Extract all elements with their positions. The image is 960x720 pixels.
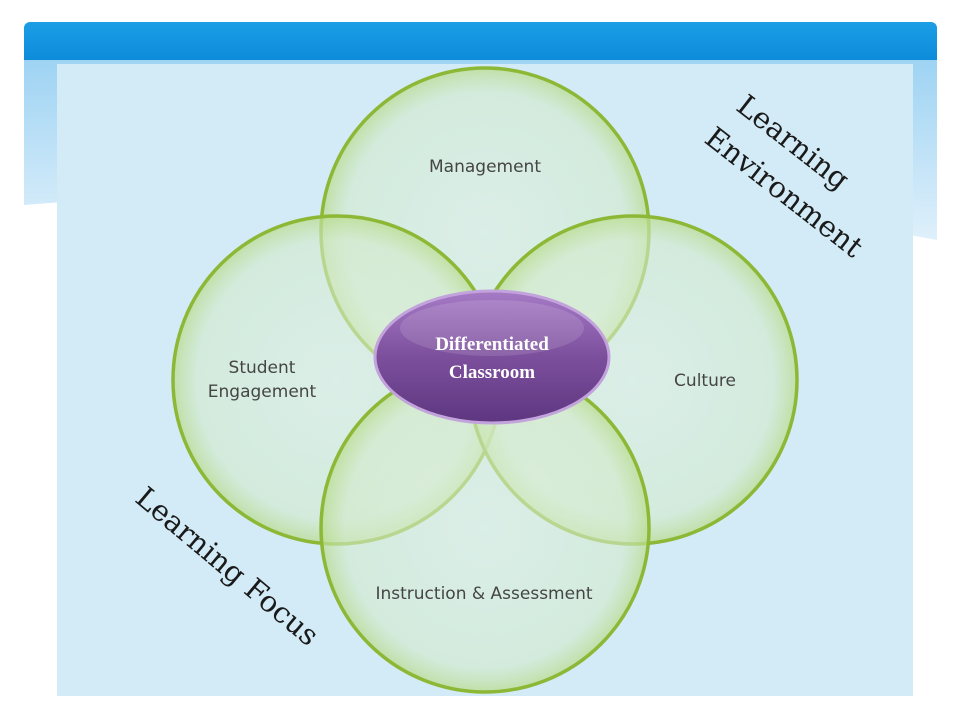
center-ellipse-highlight — [400, 300, 584, 356]
label-culture: Culture — [674, 371, 736, 391]
center-ellipse — [373, 289, 611, 425]
center-label-line2: Classroom — [449, 362, 535, 383]
label-management: Management — [429, 157, 541, 177]
slide-header-bar — [24, 22, 937, 67]
label-instruction-assessment: Instruction & Assessment — [375, 584, 592, 604]
label-student-engagement-line1: Student — [229, 358, 296, 378]
center-label-line1: Differentiated — [435, 334, 549, 355]
label-student-engagement-line2: Engagement — [208, 382, 317, 402]
